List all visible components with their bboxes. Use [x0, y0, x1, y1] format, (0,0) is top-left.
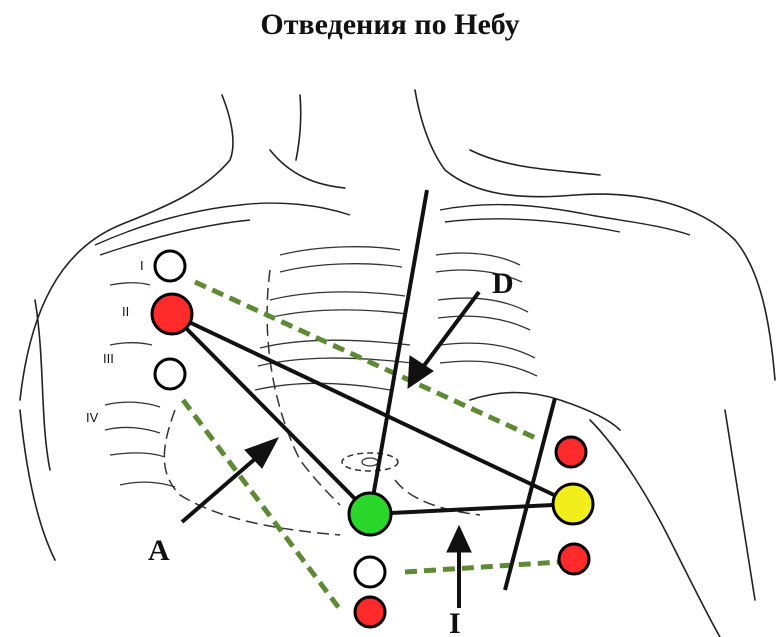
arrow-i-head — [447, 526, 471, 552]
electrode-red-7 — [559, 544, 589, 574]
label-i: I — [449, 607, 461, 637]
rib-label-4: IV — [86, 410, 99, 425]
electrode-red-6 — [556, 437, 586, 467]
electrode-red-arm — [152, 294, 192, 334]
label-a: A — [148, 534, 170, 567]
electrode-red-5 — [355, 597, 385, 627]
electrode-white-3 — [155, 359, 185, 389]
rib-label-1: I — [140, 258, 144, 273]
clavicles — [95, 203, 690, 255]
electrode-green — [349, 493, 391, 535]
label-d: D — [492, 267, 514, 300]
electrode-white-4 — [355, 557, 385, 587]
electrode-white-1 — [155, 251, 185, 281]
navel-mark — [342, 453, 398, 471]
rib-label-2: II — [122, 304, 129, 319]
electrode-yellow — [553, 484, 593, 524]
electrodes — [152, 251, 593, 627]
rib-label-3: III — [103, 351, 114, 366]
